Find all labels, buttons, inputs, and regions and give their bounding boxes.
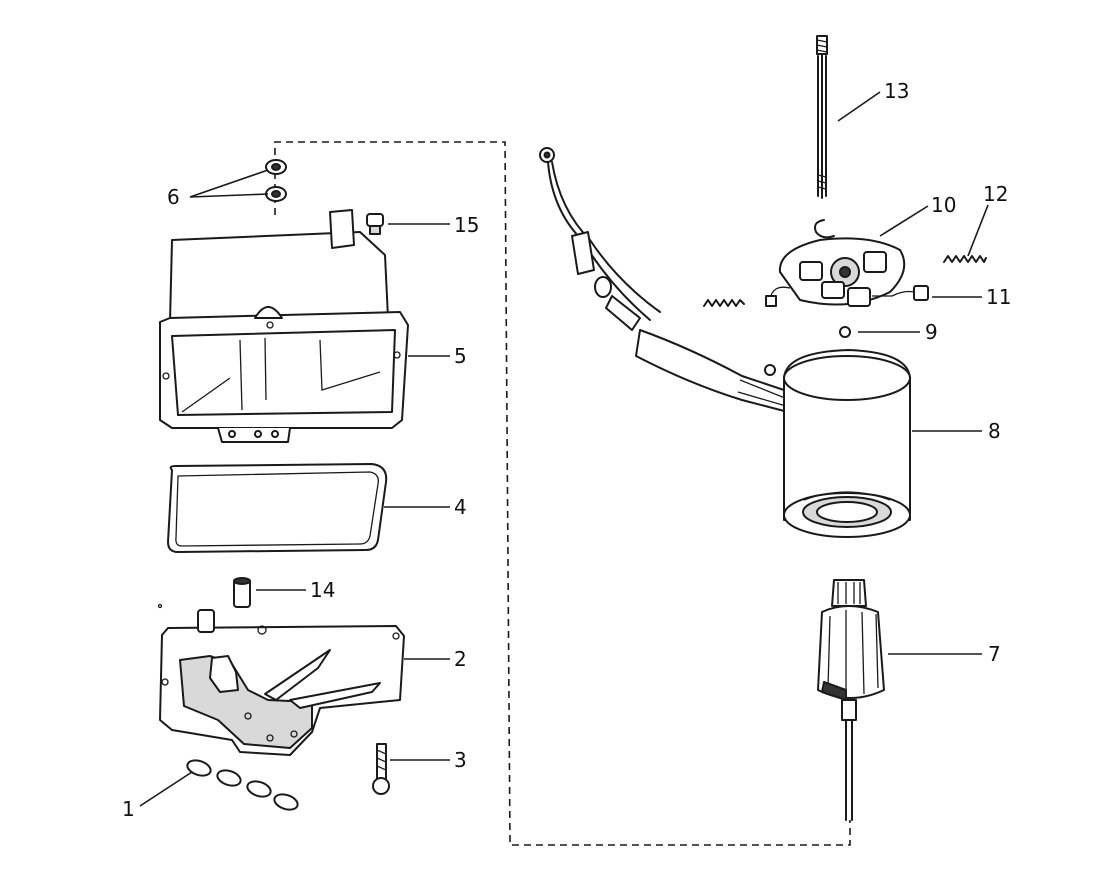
callout-5: 5 [454,344,467,368]
callout-8: 8 [988,419,1001,443]
callout-11: 11 [986,285,1011,309]
part-9-ball [839,326,851,338]
callout-12: 12 [983,182,1008,206]
part-3-screw [372,743,390,795]
callout-1: 1 [122,797,135,821]
callout-13: 13 [884,79,909,103]
callout-10: 10 [931,193,956,217]
callout-4: 4 [454,495,467,519]
part-1-o-rings [186,759,299,811]
part-4-gasket [167,463,388,553]
assembly-dashed-line [274,141,851,846]
part-15-plug [366,213,384,235]
callout-3: 3 [454,748,467,772]
wire-harness [539,147,791,413]
callout-14: 14 [310,578,335,602]
part-8-motor-frame [783,349,911,538]
callout-9: 9 [925,320,938,344]
part-6-washers [265,159,287,202]
part-7-armature [817,579,885,821]
part-2-housing-base [157,603,405,756]
retaining-clip [814,219,835,239]
leader-lines [139,91,989,807]
part-14-bushing [233,577,251,608]
part-13-through-bolt [816,35,828,199]
part-12-springs [703,255,987,307]
part-10-brush-plate [765,237,929,307]
callout-2: 2 [454,647,467,671]
callout-labels: 1 2 3 4 5 6 7 8 9 10 11 12 13 14 15 [122,79,1011,821]
part-5-housing-cover [159,209,409,443]
callout-6: 6 [167,185,180,209]
callout-7: 7 [988,642,1001,666]
callout-15: 15 [454,213,479,237]
